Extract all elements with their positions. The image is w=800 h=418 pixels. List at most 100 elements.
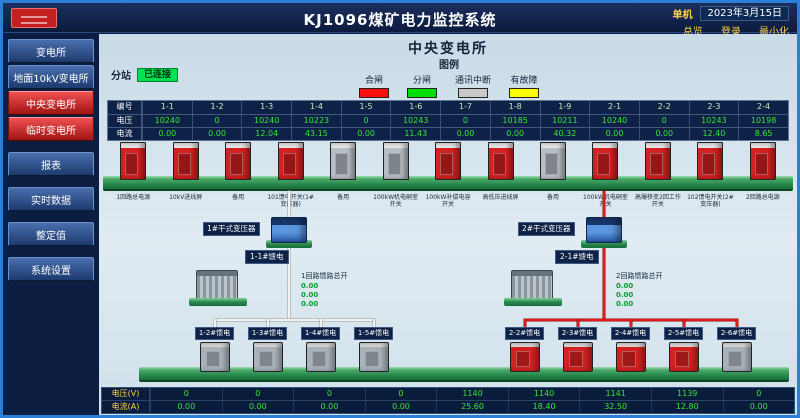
column-id-cell: 1-3 [241, 101, 291, 114]
switchgear-cabinet[interactable]: 高低压进线屏 [474, 142, 526, 208]
cabinet-icon [120, 142, 147, 180]
feeder-2-1-note: 2回路馈路总开 [616, 272, 663, 280]
feeder-2-1-label[interactable]: 2-1#馈电 [555, 250, 599, 264]
switchgear-cabinet[interactable]: 备用 [527, 142, 579, 208]
legend-title: 图例 [439, 60, 459, 71]
cabinet-label: 高爆移变2回工作开关 [635, 194, 681, 209]
feeder-unit[interactable]: 1-5#馈电 [347, 319, 400, 372]
station-label: 分站 [111, 71, 131, 82]
voltage-value-cell: 0 [440, 115, 490, 127]
switchgear-cabinet[interactable]: 101馈电开关(1#变压器) [264, 142, 316, 208]
switchgear-cabinet[interactable]: 2回路总电源 [737, 142, 789, 208]
feeder-label: 2-4#馈电 [610, 327, 651, 340]
legend-color-swatch [509, 88, 539, 98]
sidebar-item-label: 临时变电所 [26, 125, 76, 137]
switchgear-cabinet[interactable]: 102馈电开关(2#变压器) [684, 142, 736, 208]
device-pad [189, 298, 247, 306]
cabinet-label: 备用 [337, 194, 350, 201]
sidebar-item[interactable]: 报表 [8, 152, 94, 176]
sidebar-item[interactable]: 变电所 [8, 39, 94, 63]
cabinet-icon [435, 142, 462, 180]
legend-color-swatch [406, 88, 437, 98]
feeder-cabinet-icon [358, 342, 389, 372]
feeder-unit[interactable]: 2-6#馈电 [710, 319, 763, 372]
feeder-group-1: 1-2#馈电 1-3#馈电 1-4#馈电 1-5#馈电 [188, 319, 400, 372]
bottom-current-cell: 0.00 [722, 401, 795, 412]
sidebar-item[interactable]: 系统设置 [8, 257, 94, 281]
station-status: 分站 已连接 [111, 67, 179, 82]
sidebar-item-label: 地面10kV变电所 [13, 73, 89, 85]
row-header-voltage: 电压 [108, 115, 142, 127]
sidebar-item[interactable]: 地面10kV变电所 [8, 65, 94, 89]
feeder-cabinet-icon [562, 342, 593, 372]
bottom-voltage-cell: 0 [364, 388, 437, 400]
feeder-unit[interactable]: 2-5#馈电 [657, 319, 710, 372]
legend-color-swatch [457, 88, 488, 98]
feeder-unit[interactable]: 2-4#馈电 [604, 319, 657, 372]
switchgear-row: 1回路总电源 10kV进线屏 备用 101馈电开关(1#变压器) [107, 142, 789, 208]
current-value-cell: 11.43 [390, 128, 440, 140]
drop-line [213, 319, 216, 327]
switchgear-cabinet[interactable]: 高爆移变2回工作开关 [632, 142, 684, 208]
row-header-current: 电流 [108, 128, 142, 140]
nav-button[interactable]: 登录 [721, 27, 741, 38]
bottom-current-cell: 32.50 [579, 401, 651, 412]
switchgear-cabinet[interactable]: 100kW机电硐室开关 [369, 142, 421, 208]
bus-line [603, 191, 605, 217]
sidebar-item[interactable]: 实时数据 [8, 187, 94, 211]
mode-label: 单机 [672, 10, 693, 21]
feeder-cabinet-icon [509, 342, 540, 372]
nav-button[interactable]: 最小化 [759, 27, 789, 38]
cabinet-label: 10kV进线屏 [169, 194, 203, 201]
app-title: KJ1096煤矿电力监控系统 [303, 11, 497, 29]
value-line: 0.00 [616, 282, 634, 290]
feeder-cabinet-icon [668, 342, 699, 372]
nav-button[interactable]: 总览 [683, 27, 703, 38]
bottom-voltage-cell: 0 [722, 388, 795, 400]
feeder-unit[interactable]: 2-3#馈电 [551, 319, 604, 372]
row-header-id: 编号 [108, 101, 142, 114]
feeder-unit[interactable]: 1-4#馈电 [294, 319, 347, 372]
bottom-current-cell: 25.60 [436, 401, 508, 412]
sidebar-item[interactable]: 临时变电所 [8, 117, 94, 141]
drop-line [319, 319, 322, 327]
switchgear-cabinet[interactable]: 备用 [212, 142, 264, 208]
dry-transformer-2[interactable] [586, 217, 622, 243]
cabinet-label: 100kW机电硐室开关 [583, 194, 628, 209]
legend-color-swatch [358, 88, 389, 98]
date-display: 2023年3月15日 [700, 6, 789, 21]
bottom-voltage-cell: 1141 [579, 388, 651, 400]
sidebar-item-label: 变电所 [36, 47, 66, 59]
switchgear-cabinet[interactable]: 100kW补偿电容开关 [422, 142, 474, 208]
feeder-1-1-device[interactable] [196, 270, 238, 300]
switchgear-cabinet[interactable]: 备用 [317, 142, 369, 208]
sidebar-item[interactable]: 整定值 [8, 222, 94, 246]
transformer-pad [581, 240, 627, 248]
column-id-cell: 2-3 [688, 101, 739, 114]
legend-item-label: 合闸 [364, 76, 383, 86]
switchgear-cabinet[interactable]: 10kV进线屏 [159, 142, 211, 208]
feeder-2-1-device[interactable] [511, 270, 553, 300]
cabinet-label: 备用 [546, 194, 559, 201]
feeder-unit[interactable]: 2-2#馈电 [498, 319, 551, 372]
bottom-voltage-cell: 1140 [436, 388, 508, 400]
column-id-cell: 1-4 [291, 101, 341, 114]
column-id-cell: 1-8 [489, 101, 540, 114]
switchgear-cabinet[interactable]: 100kW机电硐室开关 [579, 142, 631, 208]
current-value-cell: 12.40 [688, 128, 739, 140]
sidebar-item[interactable]: 中央变电所 [8, 91, 94, 115]
feeder-unit[interactable]: 1-3#馈电 [241, 319, 294, 372]
bus-line [288, 243, 290, 319]
bus-line [214, 319, 375, 321]
dry-transformer-1[interactable] [271, 217, 307, 243]
bottom-current-cell: 0.00 [293, 401, 365, 412]
device-pad [504, 298, 562, 306]
drop-line [523, 319, 526, 327]
switchgear-cabinet[interactable]: 1回路总电源 [107, 142, 159, 208]
bus-line [288, 191, 290, 217]
current-value-cell: 0.00 [191, 128, 242, 140]
feeder-unit[interactable]: 1-2#馈电 [188, 319, 241, 372]
bottom-current-cell: 0.00 [150, 401, 222, 412]
drop-line [576, 319, 579, 327]
feeder-1-1-label[interactable]: 1-1#馈电 [245, 250, 289, 264]
